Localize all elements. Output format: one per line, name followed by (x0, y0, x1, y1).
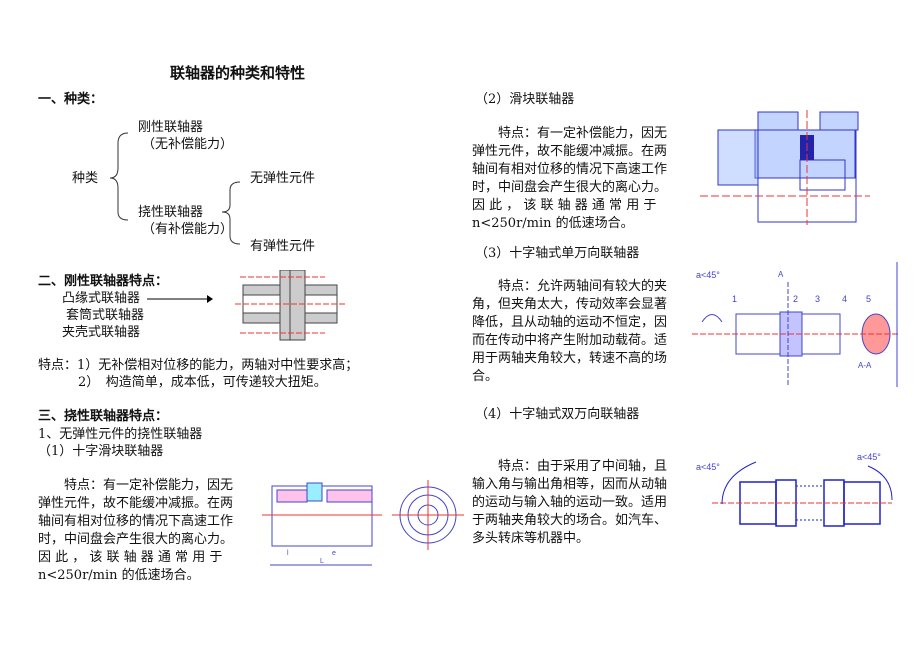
section1-heading: 一、种类： (38, 92, 104, 107)
section3-heading: 三、挠性联轴器特点： (38, 409, 169, 424)
svg-text:5: 5 (866, 294, 871, 304)
svg-text:3: 3 (815, 294, 820, 304)
flange-coupling-figure (147, 270, 345, 341)
svg-text:2: 2 (793, 294, 798, 304)
page-title: 联轴器的种类和特性 (170, 64, 306, 82)
svg-text:1: 1 (732, 294, 737, 304)
svg-text:A-A: A-A (858, 361, 872, 370)
tree-no-elastic: 无弹性元件 (250, 171, 316, 186)
item3-heading: （3）十字轴式单万向联轴器 (475, 246, 640, 261)
rigid-feature-1: 特点：1）无补偿相对位移的能力，两轴对中性要求高； (38, 358, 359, 373)
svg-text:4: 4 (842, 294, 847, 304)
section2-heading: 二、刚性联轴器特点： (38, 274, 169, 289)
tree-rigid-note: （无补偿能力） (142, 137, 234, 152)
rigid-type-3: 夹壳式联轴器 (62, 325, 141, 340)
single-universal-joint-figure: a<45° 1 2 3 4 5 A A-A (692, 262, 900, 387)
tree-elastic: 有弹性元件 (250, 239, 316, 254)
section3-sub1: 1、无弹性元件的挠性联轴器 (38, 427, 203, 442)
item4-text: 特点：由于采用了中间轴，且 输入角与输出角相等，因而从动轴 的运动与输入轴的运动… (472, 459, 668, 546)
svg-text:a<45°: a<45° (696, 462, 720, 472)
oldham-coupling-figure: L l e (262, 480, 464, 566)
tree-braces (109, 132, 241, 245)
tree-root: 种类 (72, 171, 99, 186)
item2-text: 特点：有一定补偿能力，因无 弹性元件，故不能缓冲减振。在两 轴间有相对位移的情况… (472, 126, 668, 231)
tree-flex: 挠性联轴器 (138, 205, 204, 220)
item3-text: 特点：允许两轴间有较大的夹 角，但夹角太大，传动效率会显著 降低，且从动轴的运动… (472, 279, 668, 384)
item2-heading: （2）滑块联轴器 (475, 92, 575, 107)
double-universal-joint-figure: a<45° a<45° (696, 452, 893, 527)
rigid-type-1: 凸缘式联轴器 (62, 291, 141, 306)
svg-text:A: A (778, 270, 784, 279)
svg-text:a<45°: a<45° (857, 452, 881, 462)
rigid-feature-2: 2） 构造简单，成本低，可传递较大扭矩。 (78, 375, 327, 390)
svg-text:L: L (320, 558, 324, 565)
tree-flex-note: （有补偿能力） (142, 222, 234, 237)
svg-text:a<45°: a<45° (696, 270, 720, 280)
svg-text:e: e (332, 550, 336, 557)
slider-coupling-figure (700, 110, 870, 225)
svg-text:l: l (287, 550, 289, 557)
item1-heading: （1）十字滑块联轴器 (38, 444, 164, 459)
item1-text: 特点：有一定补偿能力，因无 弹性元件，故不能缓冲减振。在两 轴间有相对位移的情况… (38, 478, 234, 583)
rigid-type-2: 套筒式联轴器 (66, 308, 145, 323)
item4-heading: （4）十字轴式双万向联轴器 (475, 407, 640, 422)
tree-rigid: 刚性联轴器 (138, 120, 204, 135)
